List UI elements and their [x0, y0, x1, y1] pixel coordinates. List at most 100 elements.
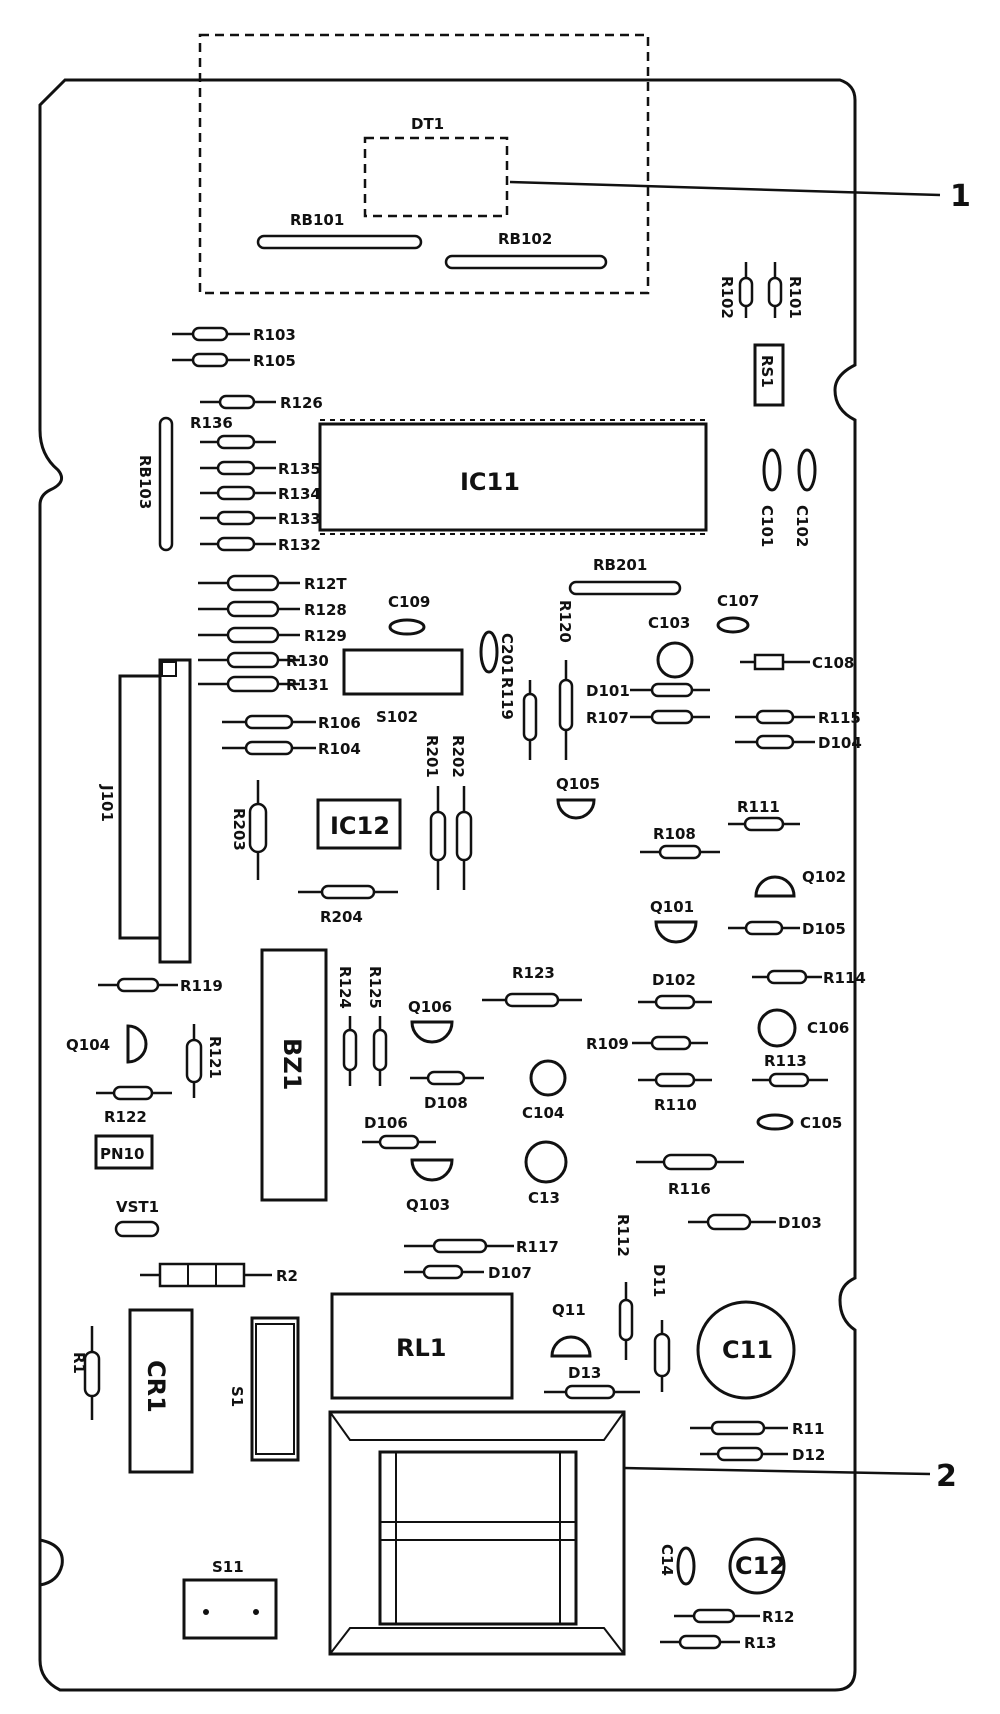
d101: [650, 682, 694, 698]
c11: [696, 1300, 796, 1400]
label-r115: R115: [818, 709, 861, 727]
c109: [388, 618, 426, 636]
label-r111: R111: [737, 798, 780, 816]
c201: [479, 630, 499, 674]
label-s11: S11: [212, 1558, 244, 1576]
r11: [710, 1420, 766, 1436]
r115: [755, 709, 795, 725]
r129: [226, 626, 280, 644]
q106: [410, 1020, 454, 1044]
r133: [216, 510, 256, 526]
rb103: [158, 416, 174, 552]
label-r121: R121: [206, 1036, 224, 1079]
label-q101: Q101: [650, 898, 694, 916]
label-q106: Q106: [408, 998, 452, 1016]
s1: [250, 1316, 300, 1462]
label-d105: D105: [802, 920, 846, 938]
label-r120: R120: [556, 600, 574, 643]
q105: [556, 798, 596, 820]
label-r107: R107: [586, 709, 629, 727]
rb201: [568, 580, 682, 596]
r127: [226, 574, 280, 592]
label-r102: R102: [718, 276, 736, 319]
label-s1: S1: [228, 1386, 246, 1407]
c107: [716, 616, 750, 634]
d105: [744, 920, 784, 936]
label-r109: R109: [586, 1035, 629, 1053]
label-c12: C12: [735, 1552, 786, 1580]
c105: [756, 1113, 794, 1131]
label-c108: C108: [812, 654, 854, 672]
r110: [654, 1072, 696, 1088]
label-dt1: DT1: [411, 115, 444, 133]
d11: [653, 1332, 671, 1378]
callout-1-leader: [509, 180, 941, 197]
r119-top: [522, 692, 538, 742]
label-s102: S102: [376, 708, 418, 726]
bz1: [260, 948, 328, 1202]
label-d103: D103: [778, 1214, 822, 1232]
c102: [797, 448, 817, 492]
label-r132: R132: [278, 536, 321, 554]
label-c201: C201: [498, 633, 516, 675]
label-ic12: IC12: [330, 812, 390, 840]
label-d102: D102: [652, 971, 696, 989]
c106: [757, 1008, 797, 1048]
board-outline: [38, 78, 857, 1692]
label-r13: R13: [744, 1634, 776, 1652]
label-r127: R12T: [304, 575, 347, 593]
rb102: [444, 254, 608, 270]
label-q11: Q11: [552, 1301, 586, 1319]
r104: [244, 740, 294, 756]
d104: [755, 734, 795, 750]
label-r119: R119: [180, 977, 223, 995]
label-r12: R12: [762, 1608, 794, 1626]
label-rb102: RB102: [498, 230, 552, 248]
label-bz1: BZ1: [278, 1038, 306, 1090]
label-r106: R106: [318, 714, 361, 732]
j101-inner: [158, 658, 192, 964]
r116: [662, 1153, 718, 1171]
label-r135: R135: [278, 460, 321, 478]
label-q102: Q102: [802, 868, 846, 886]
c13: [524, 1140, 568, 1184]
board-notch-left-bottom: [39, 1538, 64, 1587]
label-d106: D106: [364, 1114, 408, 1132]
callout-2-label: 2: [936, 1459, 957, 1494]
r114: [766, 969, 808, 985]
label-d11: D11: [650, 1264, 668, 1297]
rb101: [256, 234, 423, 250]
label-r130: R130: [286, 652, 329, 670]
r204: [320, 884, 376, 900]
c14: [676, 1546, 696, 1586]
label-r11: R11: [792, 1420, 824, 1438]
callout-1-label: 1: [950, 179, 971, 214]
label-r105: R105: [253, 352, 296, 370]
label-r110: R110: [654, 1096, 697, 1114]
s102: [342, 648, 464, 696]
label-r104: R104: [318, 740, 361, 758]
r1: [83, 1350, 101, 1398]
r102: [738, 276, 754, 308]
label-r203: R203: [230, 808, 248, 851]
label-r119-top: R119: [498, 677, 516, 720]
r103: [191, 326, 229, 342]
c101: [762, 448, 782, 492]
q11: [550, 1335, 592, 1358]
r112: [618, 1298, 634, 1342]
rs1: [753, 343, 785, 407]
label-r134: R134: [278, 485, 321, 503]
label-r204: R204: [320, 908, 363, 926]
label-r112: R112: [614, 1214, 632, 1257]
label-r124: R124: [336, 966, 354, 1009]
c104: [529, 1059, 567, 1097]
q102: [754, 875, 796, 898]
label-r101: R101: [786, 276, 804, 319]
r119: [116, 977, 160, 993]
s11: [182, 1578, 278, 1640]
label-d101: D101: [586, 682, 630, 700]
label-r114: R114: [823, 969, 866, 987]
label-r128: R128: [304, 601, 347, 619]
r203: [248, 802, 268, 854]
label-r123: R123: [512, 964, 555, 982]
